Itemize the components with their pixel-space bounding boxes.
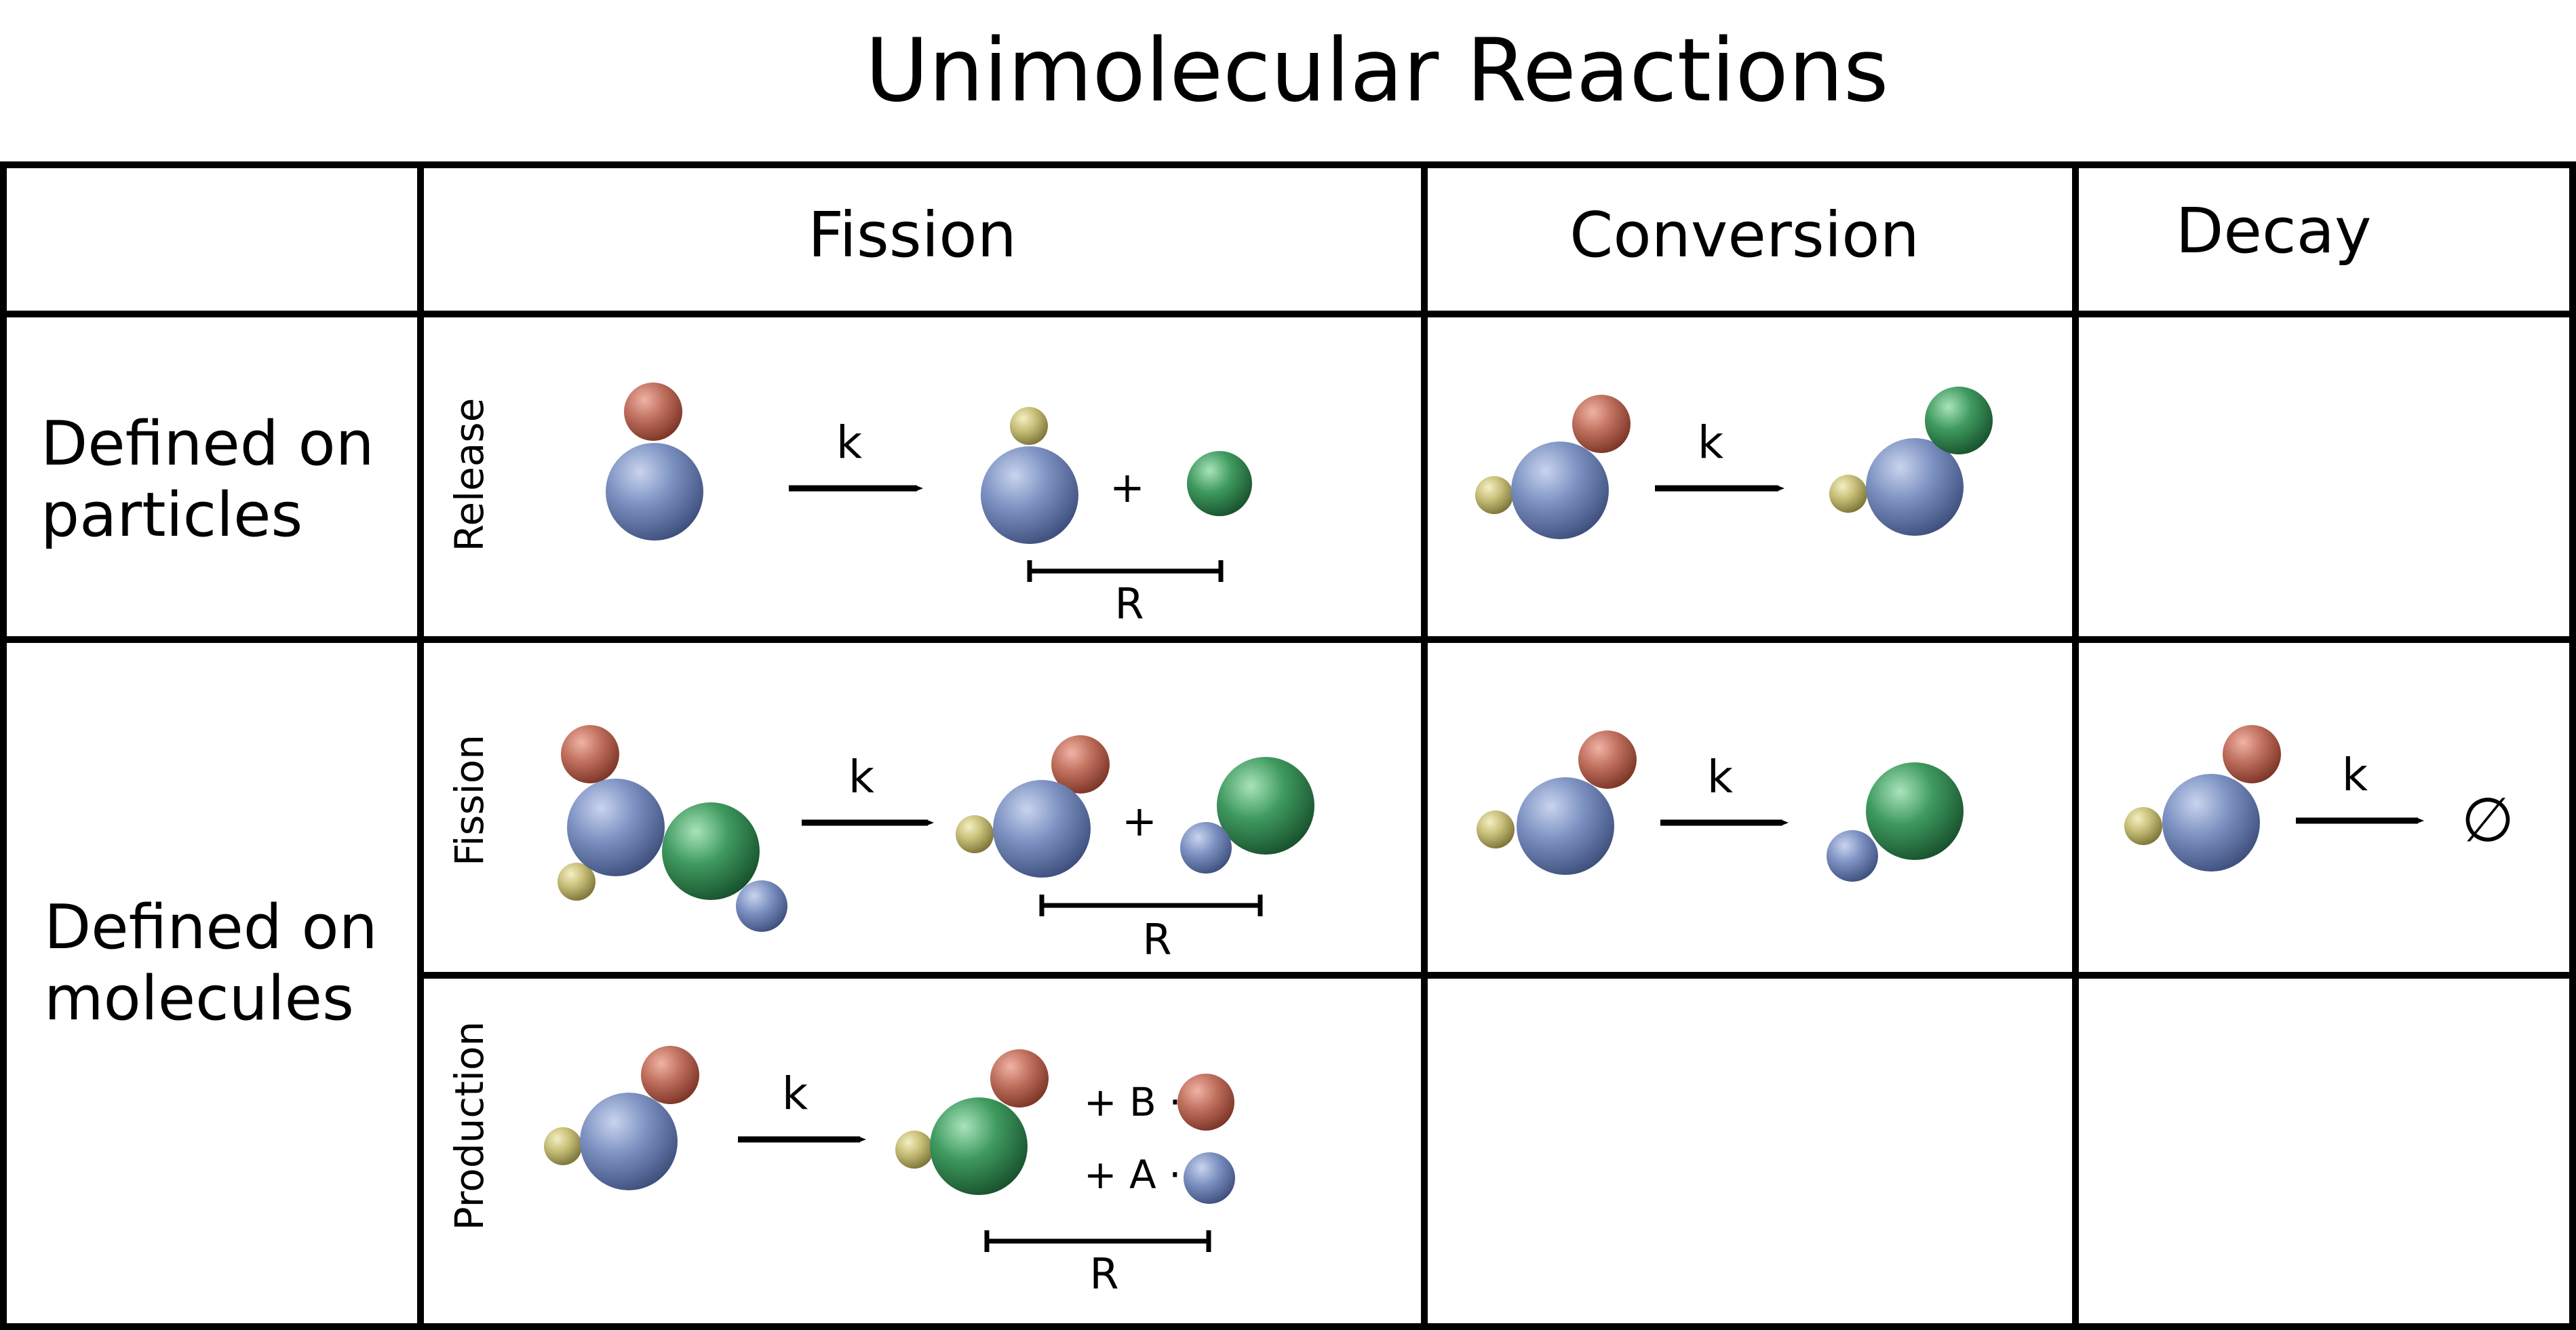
green-particle [1866, 762, 1964, 860]
particle-conversion-reaction: k [1475, 387, 1993, 539]
column-header-conversion: Conversion [1569, 199, 1919, 271]
yellow-particle [2124, 807, 2162, 845]
row-header-molecules-line2: molecules [44, 963, 354, 1034]
column-header-decay: Decay [2176, 195, 2372, 267]
diagram-title: Unimolecular Reactions [865, 20, 1888, 121]
rate-label: k [2342, 749, 2368, 801]
row-header-molecules-line1: Defined on [44, 892, 378, 963]
subrow-label-production: Production [446, 1021, 492, 1231]
distance-bar [1027, 560, 1224, 582]
green-particle [1925, 387, 1993, 454]
rate-label: k [1698, 416, 1724, 469]
blue-particle [580, 1093, 678, 1190]
distance-label: R [1142, 915, 1171, 964]
blue-particle [567, 779, 665, 876]
yellow-particle [544, 1127, 582, 1165]
red-particle [1578, 730, 1637, 789]
subrow-label-release: Release [446, 398, 492, 552]
yellow-particle [558, 863, 596, 901]
blue-particle [2162, 774, 2260, 872]
blue-particle [1866, 438, 1964, 536]
release-reaction: k + R [606, 383, 1252, 629]
blue-particle [736, 880, 787, 932]
red-particle [1051, 735, 1110, 794]
row-header-particles-line2: particles [41, 480, 303, 551]
column-header-fission: Fission [808, 199, 1017, 271]
subrow-label-fission: Fission [446, 735, 492, 866]
blue-particle [981, 446, 1078, 544]
green-particle [930, 1097, 1028, 1195]
decay-reaction: k ∅ [2124, 725, 2514, 872]
plus-b-label: + B · [1084, 1079, 1182, 1125]
molecule-fission-reaction: k + R [558, 725, 1314, 964]
plus-sign: + [1110, 463, 1145, 512]
blue-particle [1184, 1152, 1235, 1204]
red-particle [990, 1049, 1049, 1108]
red-particle [561, 725, 619, 783]
red-particle [641, 1046, 699, 1104]
rate-label: k [782, 1068, 808, 1120]
red-particle [2223, 725, 2281, 783]
rate-label: k [1707, 751, 1734, 803]
blue-particle [993, 780, 1091, 878]
plus-sign: + [1122, 796, 1157, 846]
blue-particle [1511, 442, 1609, 539]
yellow-particle [1477, 810, 1515, 848]
molecule-conversion-reaction: k [1477, 730, 1964, 882]
red-particle [624, 383, 682, 441]
blue-particle [1180, 822, 1232, 874]
blue-particle [1827, 830, 1878, 882]
yellow-particle [1829, 475, 1867, 513]
distance-bar [1039, 895, 1263, 916]
yellow-particle [895, 1131, 933, 1169]
green-particle [662, 802, 760, 900]
production-reaction: k + B · + A · R [544, 1046, 1235, 1299]
yellow-particle [956, 815, 994, 853]
green-particle [1217, 757, 1314, 855]
distance-label: R [1089, 1249, 1118, 1299]
yellow-particle [1475, 476, 1513, 514]
rate-label: k [848, 751, 875, 803]
green-particle [1187, 451, 1252, 516]
red-particle [1572, 395, 1631, 453]
row-header-particles-line1: Defined on [41, 408, 374, 480]
rate-label: k [836, 416, 863, 469]
plus-a-label: + A · [1084, 1152, 1182, 1198]
distance-bar [984, 1230, 1211, 1252]
distance-label: R [1114, 579, 1144, 629]
table-grid [0, 161, 2576, 1330]
empty-set-symbol: ∅ [2461, 785, 2514, 856]
red-particle [1177, 1074, 1234, 1131]
blue-particle [1517, 777, 1614, 875]
yellow-particle [1010, 407, 1048, 445]
blue-particle [606, 443, 703, 541]
